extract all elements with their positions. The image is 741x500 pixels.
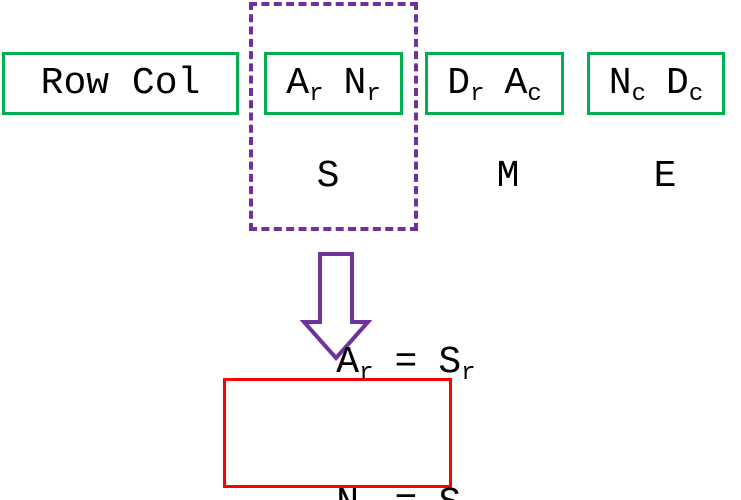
stage-label-e: E [653, 155, 677, 198]
stage-label-m: M [496, 155, 520, 198]
box-row-col-label: Row Col [40, 62, 201, 105]
stage-label-s: S [316, 155, 340, 198]
token-s-r: Sr [438, 341, 476, 387]
result-equation-1: Ar = Sr [199, 292, 475, 433]
box-dr-ac: Dr Ac [425, 52, 564, 115]
token-s-c: Sc [438, 480, 475, 500]
box-row-col: Row Col [2, 52, 239, 115]
box-nc-dc: Nc Dc [587, 52, 725, 115]
token-d-r: Dr [447, 62, 485, 108]
token-a-r: Ar [336, 341, 374, 387]
token-n-r: Nr [343, 62, 381, 108]
highlight-dashed-rect [249, 2, 418, 231]
down-arrow-icon [299, 251, 373, 363]
token-a-c: Ac [504, 62, 542, 108]
result-box: Ar = Sr Nr = Sc [223, 341, 476, 500]
token-a-r: Ar [286, 62, 324, 108]
token-n-c: Nc [608, 62, 646, 108]
box-ar-nr: Ar Nr [264, 52, 403, 115]
token-n-r: Nr [336, 480, 373, 500]
token-d-c: Dc [666, 62, 704, 108]
equals-sign: = [395, 482, 418, 500]
result-equation-2: Nr = Sc [199, 433, 475, 500]
equals-sign: = [394, 341, 418, 384]
